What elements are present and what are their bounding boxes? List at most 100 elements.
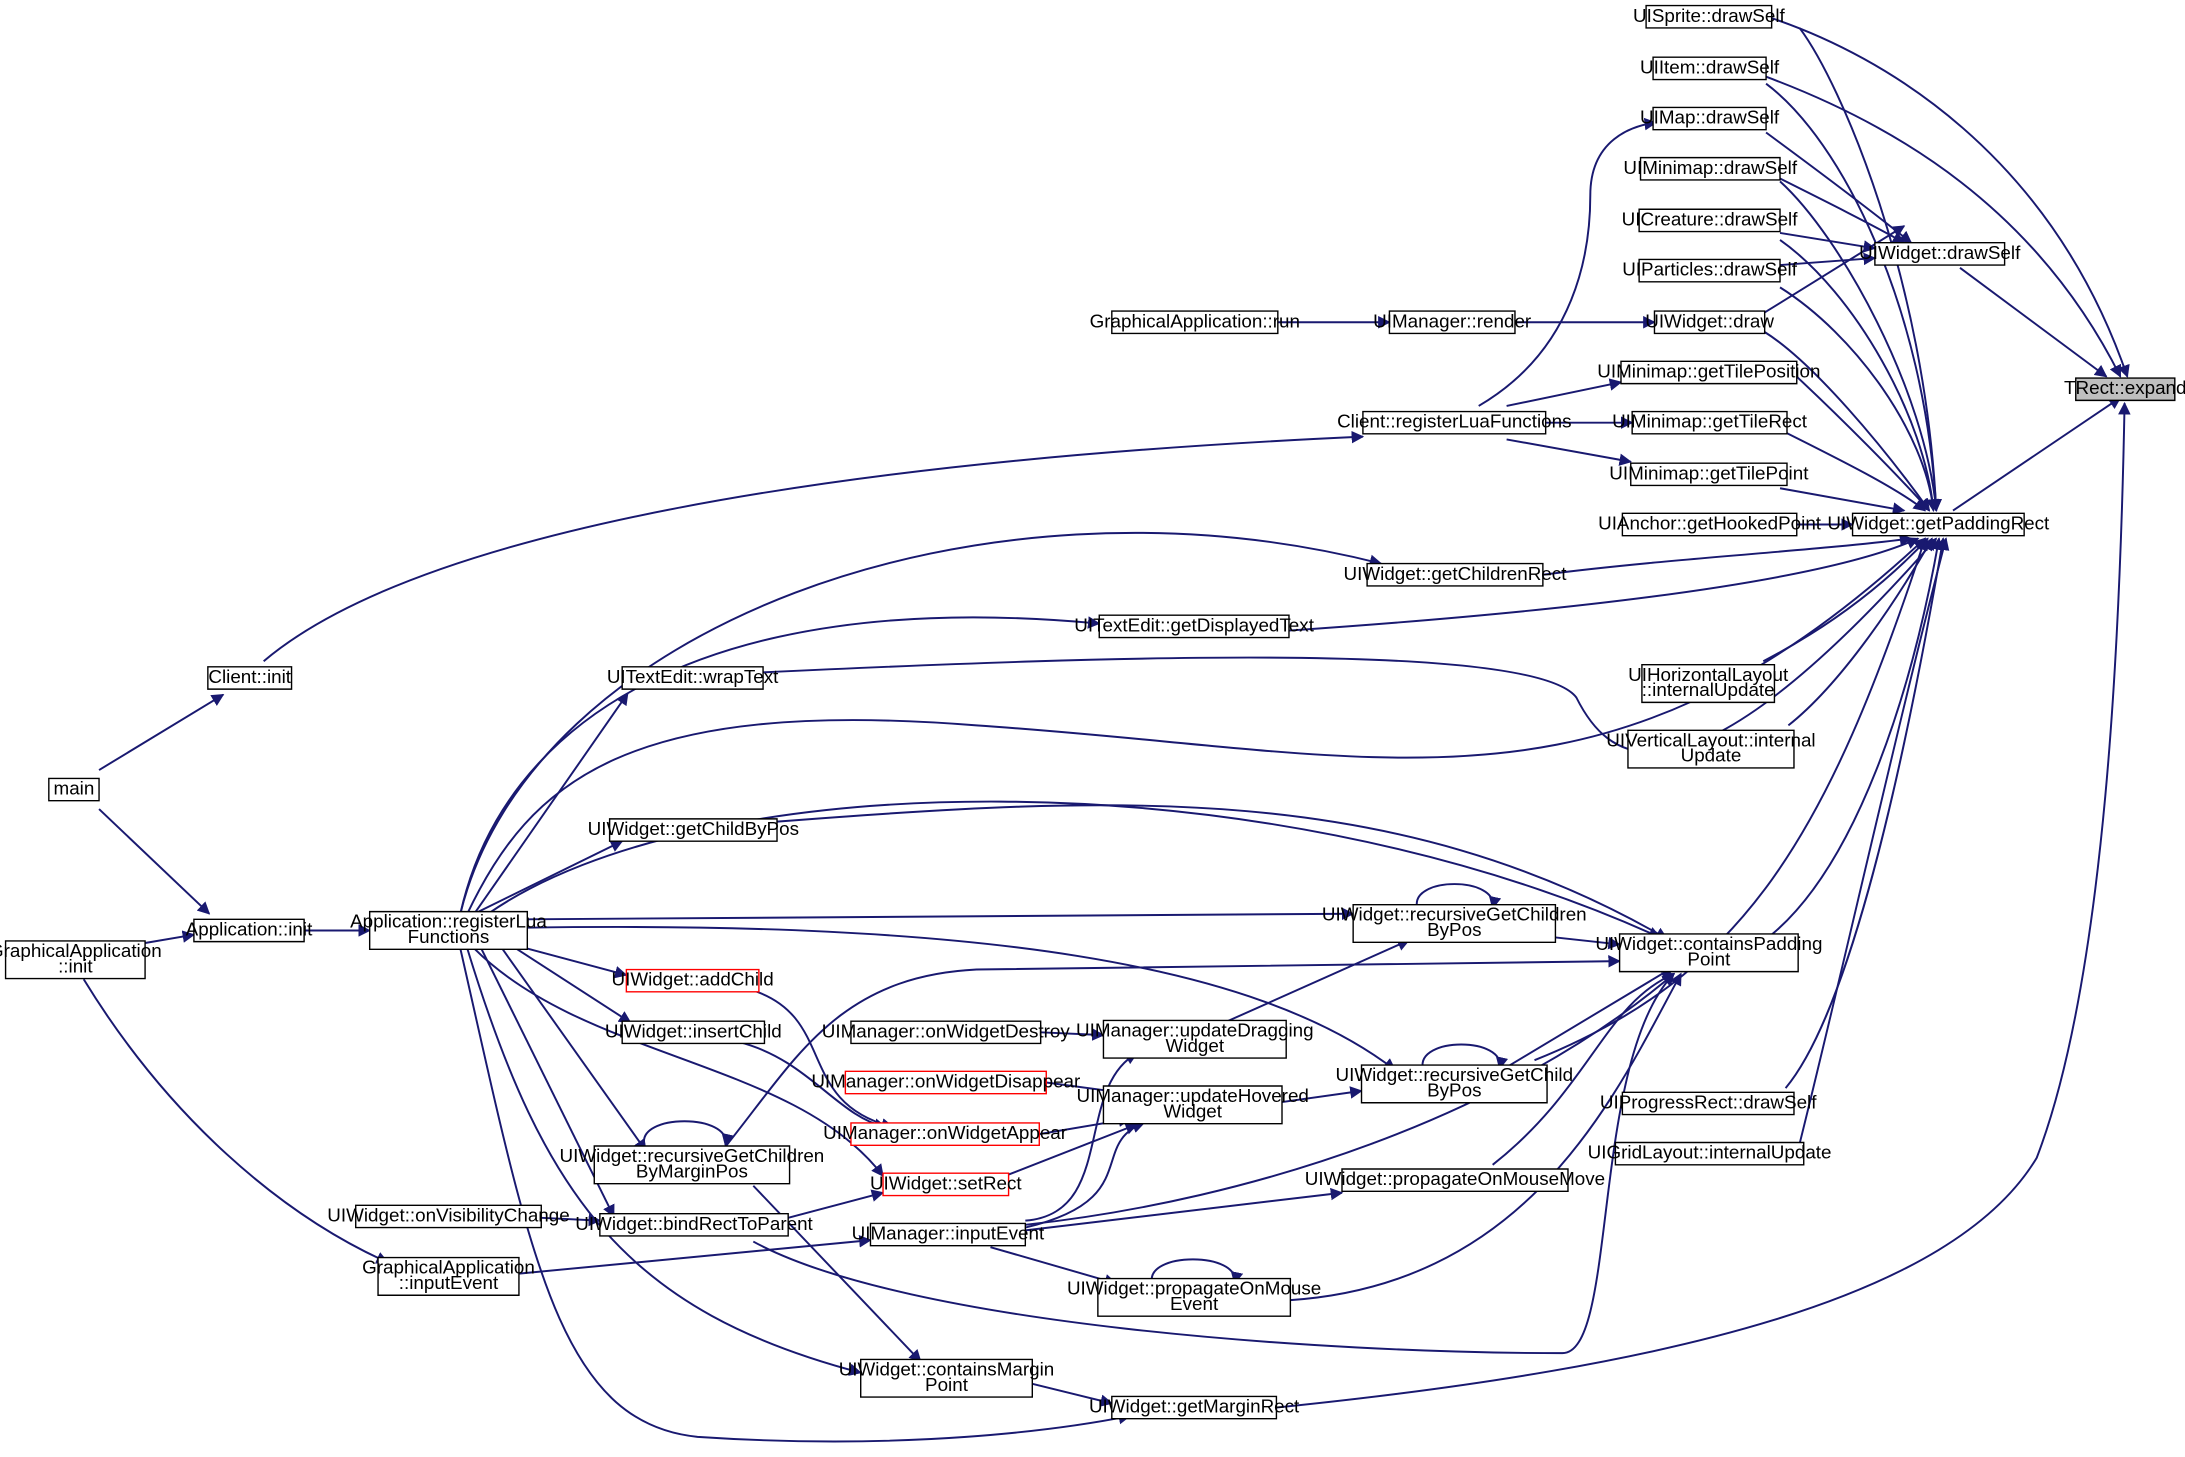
call-edge-uphovered-to-recchild [1281, 1086, 1363, 1104]
node-label: UIWidget::drawSelf [1859, 242, 2021, 263]
node-gridlayout[interactable]: UIGridLayout::internalUpdate [1588, 1142, 1832, 1165]
node-appinit[interactable]: Application::init [186, 918, 313, 941]
node-label: UIManager::render [1373, 310, 1531, 331]
call-edge-clientreg-to-map [1478, 117, 1658, 407]
node-label: UIWidget::containsMargin [839, 1358, 1055, 1379]
node-vlayout[interactable]: UIVerticalLayout::internalUpdate [1606, 729, 1816, 768]
node-setrect[interactable]: UIWidget::setRect [870, 1172, 1022, 1195]
call-edge-minimapds-to-padrect [1779, 180, 1942, 512]
node-box [49, 778, 99, 800]
node-appreg[interactable]: Application::registerLuaFunctions [350, 911, 547, 950]
call-edge-inputevent-to-propmove [1025, 1187, 1344, 1232]
node-label: ::inputEvent [399, 1272, 499, 1293]
node-label: GraphicalApplication [362, 1257, 535, 1278]
node-root[interactable]: TRect::expand [2064, 377, 2185, 400]
node-childbypos[interactable]: UIWidget::getChildByPos [588, 818, 799, 841]
call-edge-gridlayout-to-padrect [1798, 537, 1950, 1145]
call-edge-recmargin-to-recmargin [643, 1120, 734, 1147]
node-label: Client::registerLuaFunctions [1337, 411, 1571, 432]
node-label: UIWidget::setRect [870, 1172, 1022, 1193]
node-bindrect[interactable]: UIWidget::bindRectToParent [575, 1213, 814, 1236]
call-edge-appreg-to-childbypos [473, 840, 624, 915]
node-main[interactable]: main [49, 778, 99, 801]
node-label: ::init [58, 955, 93, 976]
call-edge-item-to-root [1765, 75, 2122, 378]
node-anchor[interactable]: UIAnchor::getHookedPoint [1598, 513, 1822, 536]
node-minimapds[interactable]: UIMinimap::drawSelf [1623, 157, 1798, 180]
node-wdestroy[interactable]: UIManager::onWidgetDestroy [822, 1020, 1071, 1043]
node-disptext[interactable]: UITextEdit::getDisplayedText [1074, 614, 1315, 637]
node-visibility[interactable]: UIWidget::onVisibilityChange [327, 1204, 570, 1227]
node-box [378, 1258, 519, 1296]
node-wdisappear[interactable]: UIManager::onWidgetDisappear [811, 1071, 1080, 1094]
node-label: UITextEdit::getDisplayedText [1074, 614, 1314, 635]
node-label: Update [1681, 745, 1742, 766]
call-edge-hlayout-to-padrect [1762, 537, 1929, 663]
node-box [1628, 730, 1794, 768]
call-edge-inputevent-to-propevent [990, 1246, 1118, 1287]
node-clientreg[interactable]: Client::registerLuaFunctions [1337, 411, 1572, 434]
node-label: GraphicalApplication [0, 940, 162, 961]
node-marginrect[interactable]: UIWidget::getMarginRect [1089, 1396, 1300, 1419]
node-label: Functions [408, 926, 490, 947]
node-wraptext[interactable]: UITextEdit::wrapText [607, 666, 779, 689]
node-inputevent[interactable]: UIManager::inputEvent [852, 1223, 1045, 1246]
node-mgrrender[interactable]: UIManager::render [1373, 310, 1531, 333]
node-tilepoint[interactable]: UIMinimap::getTilePoint [1609, 462, 1809, 485]
call-edge-childbypos-to-containspad [776, 804, 1669, 940]
node-insertchild[interactable]: UIWidget::insertChild [605, 1020, 782, 1043]
call-edge-recchild-to-containspad [1506, 965, 1676, 1069]
node-map[interactable]: UIMap::drawSelf [1640, 107, 1780, 130]
node-addchild[interactable]: UIWidget::addChild [612, 969, 774, 992]
node-recmargin[interactable]: UIWidget::recursiveGetChildrenByMarginPo… [560, 1145, 825, 1184]
node-label: UIParticles::drawSelf [1622, 259, 1798, 280]
node-sprite[interactable]: UISprite::drawSelf [1633, 5, 1786, 28]
node-label: UIHorizontalLayout [1628, 664, 1789, 685]
node-wappear[interactable]: UIManager::onWidgetAppear [823, 1122, 1067, 1145]
call-edge-recchildren-to-recchildren [1416, 883, 1502, 910]
node-padrect[interactable]: UIWidget::getPaddingRect [1827, 513, 2050, 536]
node-gapprun[interactable]: GraphicalApplication::run [1090, 310, 1300, 333]
node-box [622, 667, 763, 689]
node-childrect[interactable]: UIWidget::getChildrenRect [1344, 563, 1568, 586]
node-particles[interactable]: UIParticles::drawSelf [1622, 259, 1798, 282]
node-tilepos[interactable]: UIMinimap::getTilePosition [1597, 360, 1821, 383]
call-edge-sprite-to-root [1771, 17, 2130, 378]
node-label: UIManager::onWidgetAppear [823, 1122, 1067, 1143]
node-label: UIProgressRect::drawSelf [1600, 1091, 1817, 1112]
node-hlayout[interactable]: UIHorizontalLayout::internalUpdate [1628, 664, 1789, 703]
node-box [870, 1223, 1025, 1245]
node-wdrawself[interactable]: UIWidget::drawSelf [1859, 242, 2021, 265]
node-box [1621, 361, 1797, 383]
node-box [1622, 1092, 1794, 1114]
node-ginputevent[interactable]: GraphicalApplication::inputEvent [362, 1257, 535, 1296]
node-box [1363, 412, 1546, 434]
node-box [6, 941, 146, 979]
node-box [208, 667, 292, 689]
call-edges [82, 17, 2131, 1443]
call-edge-appreg-to-marginrect [459, 948, 1132, 1443]
node-progress[interactable]: UIProgressRect::drawSelf [1600, 1091, 1817, 1114]
call-edge-propevent-to-containspad [1290, 972, 1682, 1302]
call-edge-gappinit-to-appinit [144, 930, 196, 944]
node-gappinit[interactable]: GraphicalApplication::init [0, 940, 162, 979]
node-wdraw[interactable]: UIWidget::draw [1645, 310, 1774, 333]
node-tilerect[interactable]: UIMinimap::getTileRect [1612, 411, 1808, 434]
node-label: ByPos [1427, 1079, 1481, 1100]
node-clientinit[interactable]: Client::init [208, 666, 292, 689]
node-propmove[interactable]: UIWidget::propagateOnMouseMove [1305, 1168, 1605, 1191]
node-item[interactable]: UIItem::drawSelf [1640, 56, 1780, 79]
node-label: GraphicalApplication::run [1090, 310, 1300, 331]
call-edge-appreg-to-padrect [466, 537, 1927, 915]
node-label: UIManager::inputEvent [852, 1223, 1045, 1244]
node-box [1631, 463, 1787, 485]
node-creature[interactable]: UICreature::drawSelf [1622, 208, 1799, 231]
call-edge-sprite-to-padrect [1798, 27, 1942, 512]
